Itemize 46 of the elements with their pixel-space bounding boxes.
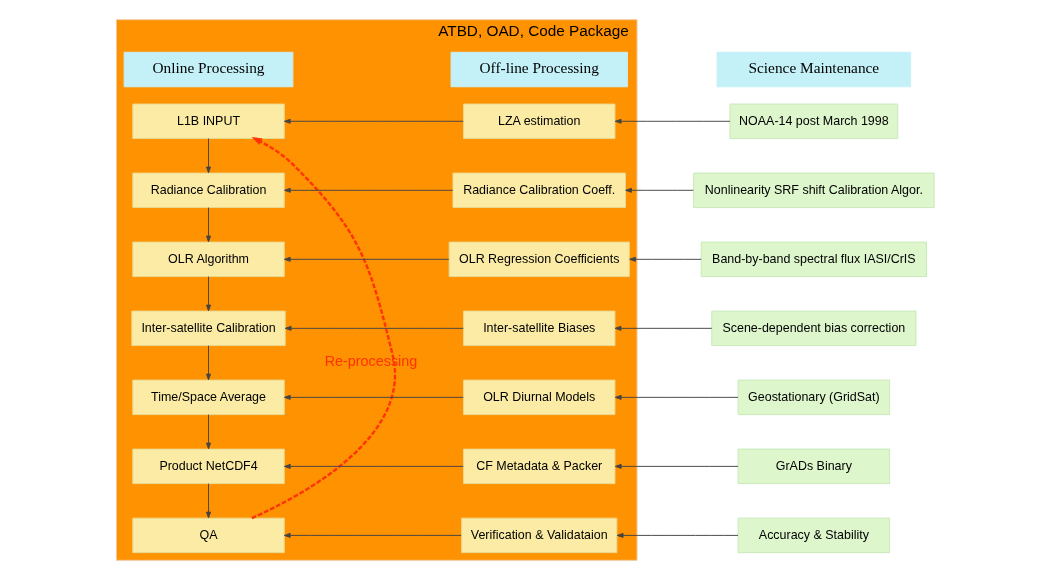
arrow	[205, 138, 211, 174]
arrow	[205, 483, 211, 519]
node-box: Inter-satellite Calibration	[130, 310, 286, 347]
arrow	[205, 345, 211, 381]
arrow	[284, 325, 464, 331]
node-box: Verification & Validataion	[460, 517, 617, 554]
arrow	[614, 394, 738, 400]
arrow	[614, 463, 738, 469]
arrow	[614, 118, 730, 124]
node-box: OLR Regression Coefficients	[448, 241, 630, 278]
node-box: GrADs Binary	[737, 448, 890, 485]
node-box: NOAA-14 post March 1998	[729, 103, 898, 140]
node-box: L1B INPUT	[131, 103, 285, 140]
node-box: Science Maintenance	[716, 51, 911, 88]
arrow	[614, 325, 712, 331]
arrow	[205, 276, 211, 312]
arrow	[250, 136, 396, 520]
node-box: OLR Algorithm	[131, 241, 285, 278]
arrow	[624, 187, 694, 193]
arrow	[205, 207, 211, 243]
node-box: Radiance Calibration Coeff.	[451, 172, 626, 209]
arrow	[616, 532, 738, 538]
node-box: Radiance Calibration	[131, 172, 285, 209]
node-box: Online Processing	[123, 51, 293, 88]
arrow	[628, 256, 702, 262]
node-box: Band-by-band spectral flux IASI/CrIS	[700, 241, 927, 278]
node-box: Accuracy & Stability	[737, 517, 890, 554]
node-box: Geostationary (GridSat)	[737, 379, 890, 416]
node-box: Scene-dependent bias correction	[710, 310, 916, 347]
arrow	[283, 532, 462, 538]
arrow	[283, 256, 449, 262]
node-box: OLR Diurnal Models	[462, 379, 615, 416]
arrow	[283, 463, 464, 469]
node-box: LZA estimation	[462, 103, 615, 140]
node-box: QA	[131, 517, 285, 554]
arrow	[205, 414, 211, 450]
node-box: Time/Space Average	[131, 379, 285, 416]
node-box: Inter-satellite Biases	[462, 310, 615, 347]
node-box: Nonlinearity SRF shift Calibration Algor.	[692, 172, 935, 209]
arrow	[283, 187, 453, 193]
edge-label: Re-processing	[324, 353, 417, 370]
arrow	[283, 118, 464, 124]
arrow	[283, 394, 464, 400]
node-box: Product NetCDF4	[131, 448, 285, 485]
node-box: CF Metadata & Packer	[462, 448, 615, 485]
node-box: Off-line Processing	[450, 51, 628, 88]
